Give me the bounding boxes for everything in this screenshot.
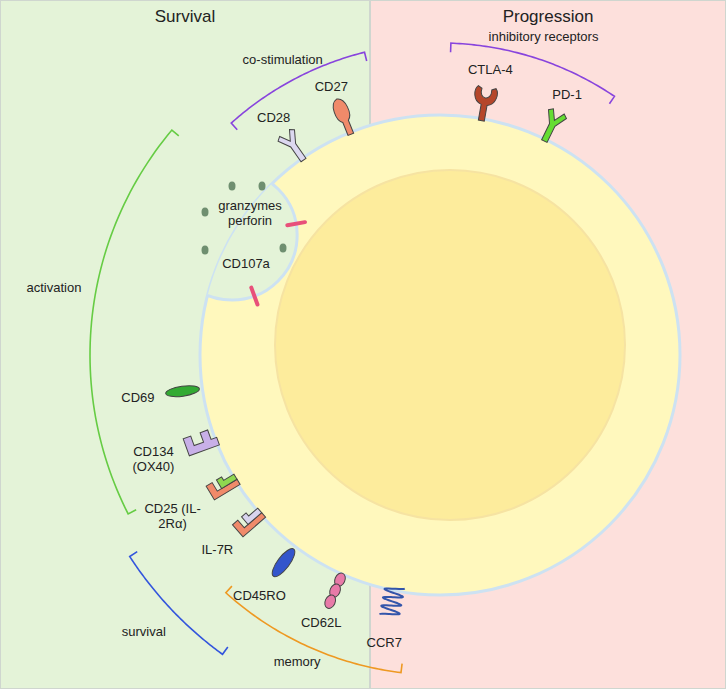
activation-bracket bbox=[90, 130, 179, 514]
receptor-part bbox=[269, 545, 299, 579]
granule-dot bbox=[280, 244, 287, 253]
receptor-part bbox=[276, 127, 311, 166]
bracket-label: survival bbox=[122, 624, 166, 639]
panel-heading: Progression bbox=[370, 0, 726, 27]
receptor-label: CD45RO bbox=[233, 587, 286, 602]
costimulation-bracket bbox=[231, 52, 366, 130]
receptor-part bbox=[165, 384, 200, 399]
inhibitory-bracket bbox=[451, 43, 615, 104]
cell-nucleus bbox=[275, 170, 625, 520]
secretory-notch bbox=[167, 170, 297, 300]
receptor-label: CCR7 bbox=[367, 634, 402, 649]
cd25-receptor bbox=[206, 471, 240, 500]
receptor-label: CD107a bbox=[222, 256, 270, 271]
pd1-receptor bbox=[535, 107, 567, 145]
bracket-label: activation bbox=[26, 279, 81, 294]
receptor-label: PD-1 bbox=[552, 87, 582, 102]
receptor-label: IL-7R bbox=[201, 541, 233, 556]
bracket-label: inhibitory receptors bbox=[489, 29, 599, 44]
receptor-label: CD25 (IL-2Rα) bbox=[140, 501, 206, 531]
cd45ro-marker bbox=[269, 545, 299, 579]
memory-bracket bbox=[226, 586, 402, 672]
receptor-part bbox=[535, 107, 567, 145]
cd28-receptor bbox=[276, 127, 311, 166]
receptor-part bbox=[206, 471, 240, 500]
receptor-part bbox=[379, 585, 404, 618]
receptor-label: CTLA-4 bbox=[468, 62, 513, 77]
receptor-part bbox=[242, 505, 262, 524]
region-panel: Progression bbox=[370, 0, 726, 689]
receptor-part bbox=[470, 85, 498, 122]
granule-dot bbox=[202, 208, 209, 217]
granule-dot bbox=[259, 182, 266, 191]
granule-dot bbox=[229, 182, 236, 191]
receptor-part bbox=[183, 428, 219, 456]
cd107a-marker bbox=[251, 288, 257, 305]
cd62l-marker bbox=[323, 571, 348, 610]
receptor-part bbox=[232, 505, 265, 537]
il7r-receptor bbox=[232, 505, 265, 537]
bracket-label: memory bbox=[274, 654, 321, 669]
receptor-label: CD69 bbox=[121, 390, 154, 405]
region-panel: Survival bbox=[0, 0, 370, 689]
survival-bracket bbox=[130, 552, 228, 655]
receptor-part bbox=[216, 471, 237, 489]
cd27-receptor bbox=[330, 96, 358, 137]
receptor-part bbox=[323, 593, 338, 610]
receptor-label: CD62L bbox=[301, 614, 341, 629]
receptor-label: CD28 bbox=[257, 110, 290, 125]
panel-heading: Survival bbox=[0, 0, 370, 27]
cd107a-marker bbox=[287, 222, 305, 225]
cd134-receptor bbox=[183, 428, 219, 456]
bracket-label: co-stimulation bbox=[243, 52, 323, 67]
cd69-marker bbox=[165, 384, 200, 399]
receptor-part bbox=[330, 96, 358, 137]
granule-label: granzymes perforin bbox=[214, 198, 286, 228]
ccr7-receptor bbox=[379, 585, 404, 618]
granule-dot bbox=[202, 246, 209, 255]
ctla4-receptor bbox=[470, 85, 498, 122]
receptor-label: CD27 bbox=[315, 79, 348, 94]
receptor-label: CD134 (OX40) bbox=[127, 444, 179, 474]
